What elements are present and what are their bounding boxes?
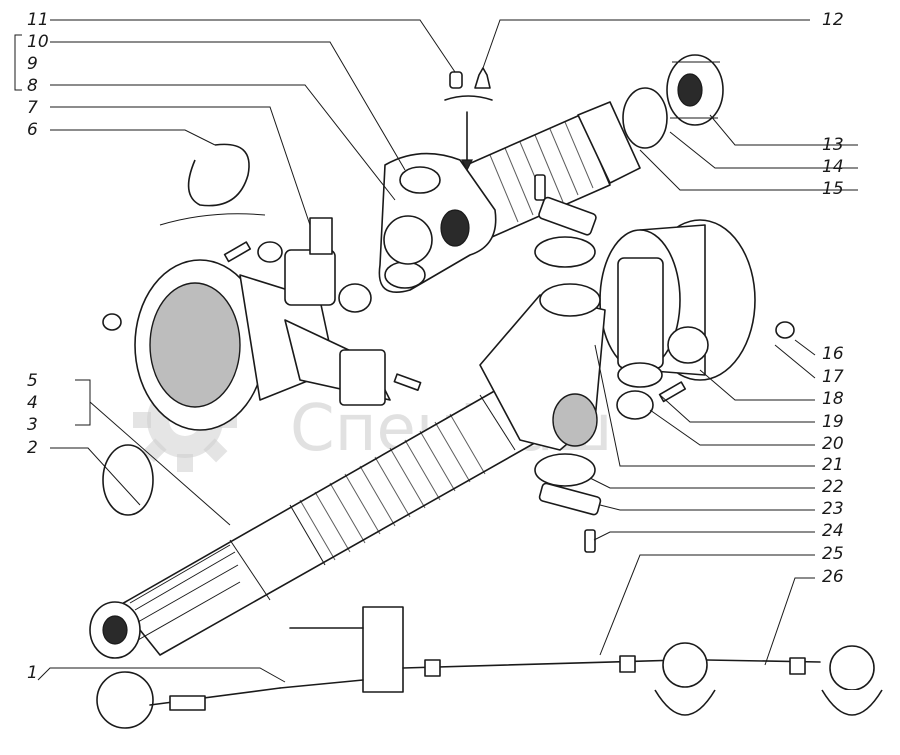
callout-16: 16 [822,344,844,364]
lock-ring [159,143,266,226]
left-universal-cross [257,217,372,313]
callout-24: 24 [822,521,844,541]
callout-11: 11 [27,10,49,30]
bearing-cup [622,54,724,149]
callout-4: 4 [27,393,38,413]
callout-22: 22 [822,477,844,497]
callout-15: 15 [822,179,844,199]
callout-19: 19 [822,412,844,432]
callout-25: 25 [822,544,844,564]
knuckle-arm [479,283,606,451]
main-shaft-tube [89,384,541,659]
callout-21: 21 [822,455,844,475]
callout-18: 18 [822,389,844,409]
callout-6: 6 [27,120,38,140]
right-flange-housing [599,219,756,381]
callout-3: 3 [27,415,38,435]
callout-12: 12 [822,10,844,30]
callout-labels: 1 2 3 4 5 6 7 8 9 10 11 12 13 14 15 16 1… [27,10,844,683]
callout-5: 5 [27,371,38,391]
callout-26: 26 [822,567,844,587]
callout-2: 2 [27,438,38,458]
callout-10: 10 [27,32,49,52]
callout-23: 23 [822,499,844,519]
small-hardware [102,174,795,553]
grease-fittings [444,67,493,172]
leader-lines [14,19,858,683]
callout-9: 9 [27,54,38,74]
driveline-schematic [96,606,883,729]
callout-1: 1 [27,663,38,683]
callout-20: 20 [822,434,844,454]
callout-8: 8 [27,76,38,96]
callout-7: 7 [27,98,38,118]
callout-17: 17 [822,367,844,387]
yoke-flange [378,152,497,293]
callout-14: 14 [822,157,844,177]
callout-13: 13 [822,135,844,155]
